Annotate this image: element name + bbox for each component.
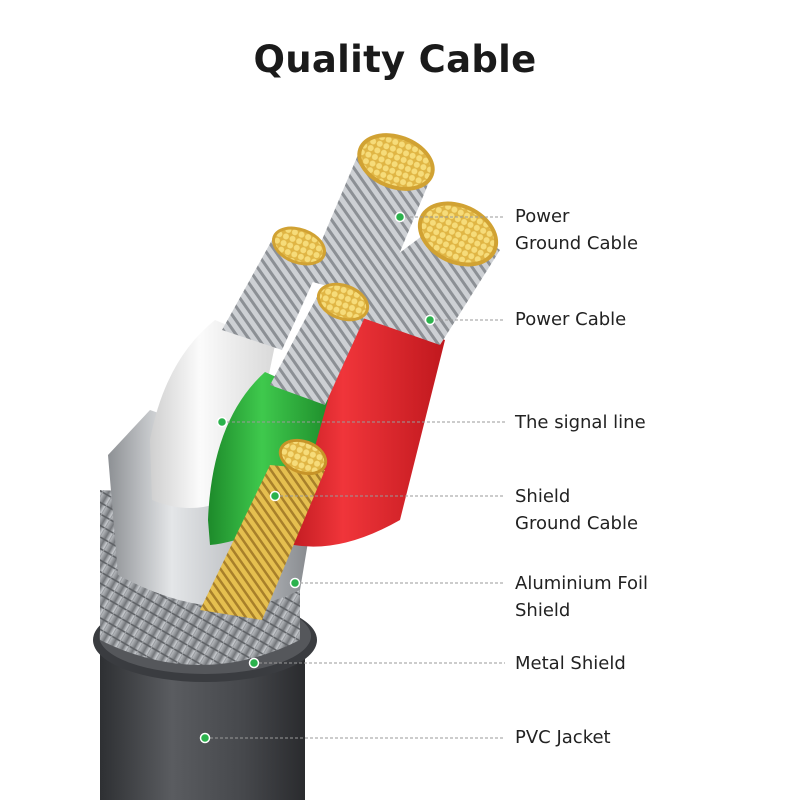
dot-pvc xyxy=(199,732,211,744)
label-shield-ground: Shield Ground Cable xyxy=(515,486,639,534)
dot-power xyxy=(424,314,436,326)
dot-signal xyxy=(216,416,228,428)
label-aluminium-foil: Aluminium Foil Shield xyxy=(515,573,649,621)
gold-ground-cable xyxy=(200,438,328,620)
label-metal-shield: Metal Shield xyxy=(515,653,626,674)
label-signal-line: The signal line xyxy=(515,412,646,433)
label-power-ground: Power Ground Cable xyxy=(515,206,639,254)
leader-lines xyxy=(205,216,505,739)
dot-shield-ground xyxy=(269,490,281,502)
label-power-cable: Power Cable xyxy=(515,309,627,330)
leader-dots xyxy=(199,211,436,744)
power-ground-cable xyxy=(305,133,435,300)
dot-metal xyxy=(248,657,260,669)
dot-power-ground xyxy=(394,211,406,223)
page-title: Quality Cable xyxy=(253,38,537,81)
dot-foil xyxy=(289,577,301,589)
label-pvc-jacket: PVC Jacket xyxy=(515,727,611,748)
